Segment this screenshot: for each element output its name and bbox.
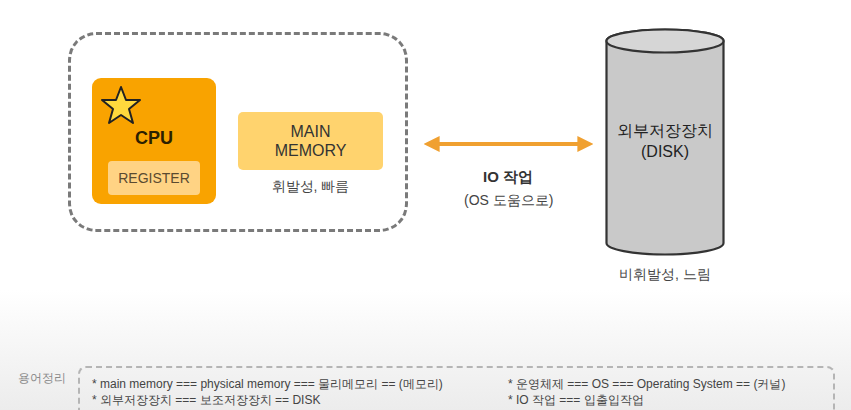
memory-box: MAIN MEMORY휘발성, 빠름 (238, 112, 383, 170)
hardware-region: CPUREGISTERMAIN MEMORY휘발성, 빠름 (68, 32, 408, 232)
disk-cylinder: 외부저장장치 (DISK)비휘발성, 느림 (605, 28, 725, 256)
cylinder-top (607, 30, 724, 53)
cylinder-outline (605, 28, 725, 256)
node-text: 외부저장장치 (DISK) (611, 121, 719, 163)
edge-label: IO 작업 (483, 168, 533, 187)
node-text: MAIN MEMORY (261, 122, 361, 160)
star-icon (98, 84, 144, 128)
node-text: CPU (135, 128, 173, 149)
glossary-box: 용어정리* main memory === physical memory ==… (78, 366, 835, 410)
node-caption: 휘발성, 빠름 (238, 178, 383, 196)
note-label: (OS 도움으로) (464, 192, 553, 210)
cpu-box: CPU REGISTER (92, 78, 216, 204)
cylinder-body (607, 30, 724, 255)
node-caption: * main memory === physical memory === 물리… (92, 376, 443, 393)
node-text: REGISTER (118, 170, 190, 186)
io-arrow (430, 142, 587, 146)
star-shape (102, 87, 140, 123)
node-caption: * IO 작업 === 입출입작업 (508, 392, 644, 409)
node-caption: * 운영체제 === OS === Operating System == (커… (508, 376, 785, 393)
node-text: 용어정리 (18, 370, 66, 387)
register-box: REGISTER (108, 161, 200, 195)
node-caption: * 외부저장장치 === 보조저장장치 == DISK (92, 392, 320, 409)
node-caption: 비휘발성, 느림 (585, 266, 745, 284)
